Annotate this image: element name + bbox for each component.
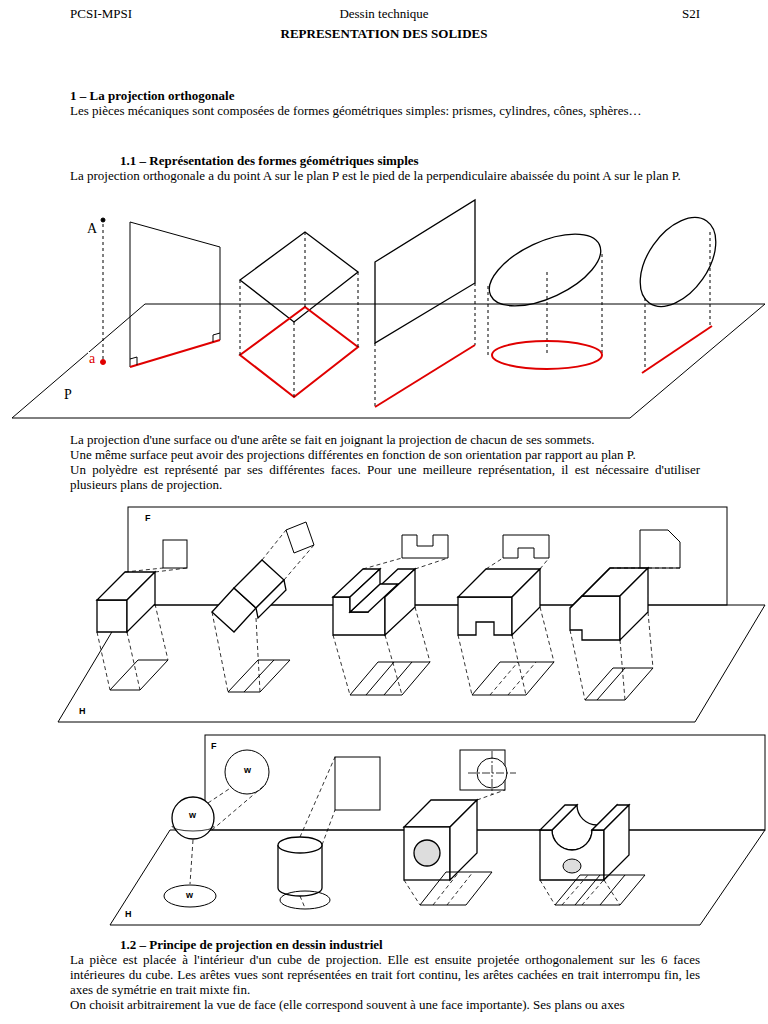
plane-label: F — [210, 741, 218, 751]
point-label: w — [185, 890, 194, 900]
plane-label: F — [144, 513, 152, 523]
paragraph: Un polyèdre est représenté par ses diffé… — [70, 462, 700, 492]
header-center: Dessin technique — [284, 6, 484, 21]
paragraph: La projection orthogonale a du point A s… — [70, 168, 700, 183]
paragraph: Les pièces mécaniques sont composées de … — [70, 103, 700, 118]
header-left: PCSI-MPSI — [70, 6, 270, 21]
paragraph: La projection d'une surface ou d'une arê… — [70, 432, 700, 447]
page-title: REPRESENTATION DES SOLIDES — [0, 26, 768, 41]
plane-label: H — [124, 909, 133, 919]
paragraph: On choisit arbitrairement la vue de face… — [70, 997, 700, 1012]
subsection-heading: 1.2 – Principe de projection en dessin i… — [120, 937, 700, 952]
plane-label: H — [78, 706, 87, 716]
paragraph: La pièce est placée à l'intérieur d'un c… — [70, 952, 700, 997]
section-heading: 1 – La projection orthogonale — [70, 88, 700, 103]
subsection-heading: 1.1 – Représentation des formes géométri… — [120, 153, 700, 168]
point-label: w — [188, 810, 197, 820]
point-label: A — [86, 222, 98, 236]
point-label: a — [88, 352, 96, 366]
plane-label: P — [63, 388, 73, 402]
point-label: w — [243, 765, 252, 775]
header-right: S2I — [500, 6, 700, 21]
paragraph: Une même surface peut avoir des projecti… — [70, 447, 700, 462]
